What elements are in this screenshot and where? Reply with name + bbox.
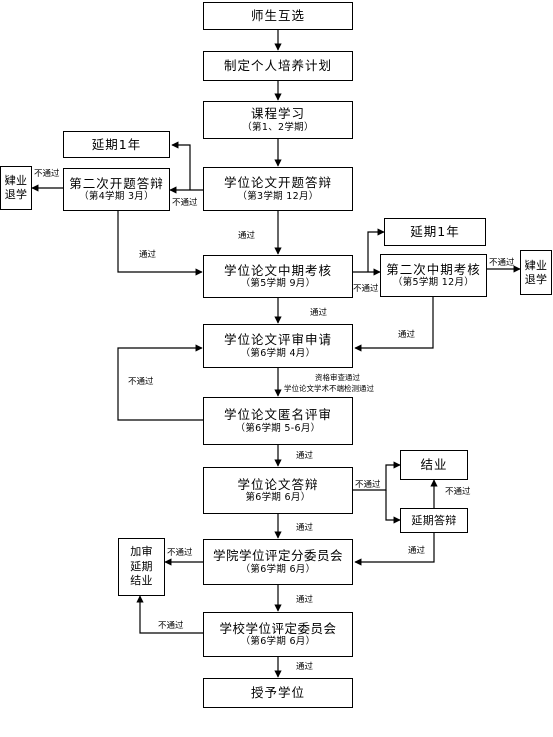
coursework-title: 课程学习 [250,106,305,122]
label-not-pass-dropout1: 不通过 [34,169,60,179]
university-committee-sub: （第6学期 6月） [240,636,316,648]
label-not-pass-proposal: 不通过 [172,198,198,208]
second-proposal-box: 第二次开题答辩 （第4学期 3月） [63,168,170,211]
proposal-defense-sub: （第3学期 12月） [237,190,319,202]
blind-review-sub: （第6学期 5-6月） [235,422,321,434]
extra-review-text: 加审 延期 结业 [130,544,153,588]
coursework-sub: （第1、2学期） [242,121,314,133]
label-not-pass-defense: 不通过 [355,480,381,490]
mutual-selection-box: 师生互选 [203,2,353,30]
second-midterm-box: 第二次中期考核 （第5学期 12月） [380,254,487,297]
midterm-box: 学位论文中期考核 （第5学期 9月） [203,255,353,298]
extra-review-box: 加审 延期 结业 [118,538,165,596]
blind-review-title: 学位论文匿名评审 [223,407,332,423]
dropout-box-1: 肄业 退学 [0,166,32,210]
delay-year-2-box: 延期1年 [384,218,486,246]
label-pass-university: 通过 [296,662,314,672]
arrow-second-to-midterm [117,210,203,276]
thesis-defense-title: 学位论文答辩 [237,476,319,492]
label-pass-delayed: 通过 [408,546,426,556]
label-pass-blind: 通过 [296,451,314,461]
coursework-box: 课程学习 （第1、2学期） [203,101,353,139]
arrow-blind-loop [117,344,203,421]
arrow-delayed-to-college [354,532,435,566]
label-not-pass-blind: 不通过 [128,377,154,387]
college-committee-sub: （第6学期 6月） [240,563,316,575]
arrow-midterm-to-delay2 [367,228,385,272]
delay-year-2-text: 延期1年 [410,224,460,240]
label-qualification-pass: 资格审查通过 [315,373,360,382]
label-pass-second-midterm: 通过 [398,330,416,340]
label-not-pass-university: 不通过 [158,621,184,631]
training-plan-box: 制定个人培养计划 [203,51,353,81]
second-proposal-sub: （第4学期 3月） [79,191,154,203]
college-committee-title: 学院学位评定分委员会 [212,548,343,564]
university-committee-box: 学校学位评定委员会 （第6学期 6月） [203,612,353,657]
label-pass-college: 通过 [296,595,314,605]
completion-text: 结业 [420,457,448,473]
mutual-selection-text: 师生互选 [250,8,305,24]
label-not-pass-dropout2: 不通过 [489,258,515,268]
arrow-proposal-to-delay1 [171,141,191,190]
delay-year-1-box: 延期1年 [63,131,170,158]
proposal-defense-title: 学位论文开题答辩 [223,175,332,191]
label-pass-defense: 通过 [296,523,314,533]
delayed-defense-box: 延期答辩 [400,508,468,533]
dropout-1-text: 肄业 退学 [4,174,28,201]
label-not-pass-midterm: 不通过 [353,284,379,294]
thesis-defense-sub: 第6学期 6月） [245,492,311,504]
label-plagiarism-pass: 学位论文学术不端检测通过 [284,384,374,393]
arrow-second-midterm-to-review [354,297,434,352]
university-committee-title: 学校学位评定委员会 [219,620,337,636]
label-not-pass-delayed: 不通过 [445,487,471,497]
second-midterm-sub: （第5学期 12月） [392,277,475,289]
dropout-box-2: 肄业 退学 [520,250,552,295]
midterm-sub: （第5学期 9月） [240,278,316,290]
proposal-defense-box: 学位论文开题答辩 （第3学期 12月） [203,167,353,211]
second-proposal-title: 第二次开题答辩 [69,175,164,191]
degree-awarded-box: 授予学位 [203,678,353,708]
dropout-2-text: 肄业 退学 [524,258,548,286]
midterm-title: 学位论文中期考核 [223,262,332,278]
delay-year-1-text: 延期1年 [91,136,142,152]
review-application-box: 学位论文评审申请 （第6学期 4月） [203,324,353,368]
college-committee-box: 学院学位评定分委员会 （第6学期 6月） [203,539,353,585]
review-application-sub: （第6学期 4月） [240,347,316,359]
degree-awarded-text: 授予学位 [250,685,305,701]
label-pass-proposal: 通过 [238,231,256,241]
review-application-title: 学位论文评审申请 [223,332,332,348]
arrow-defense-to-completion [353,461,401,491]
thesis-defense-box: 学位论文答辩 第6学期 6月） [203,467,353,514]
label-pass-midterm: 通过 [310,308,328,318]
blind-review-box: 学位论文匿名评审 （第6学期 5-6月） [203,397,353,445]
arrow-university-to-extra [136,595,203,634]
label-pass-second-proposal: 通过 [139,250,157,260]
second-midterm-title: 第二次中期考核 [386,261,481,277]
delayed-defense-text: 延期答辩 [411,513,457,527]
completion-box: 结业 [400,450,468,480]
label-not-pass-college: 不通过 [167,548,193,558]
arrow-defense-to-delayed [385,490,401,524]
training-plan-text: 制定个人培养计划 [223,58,332,74]
